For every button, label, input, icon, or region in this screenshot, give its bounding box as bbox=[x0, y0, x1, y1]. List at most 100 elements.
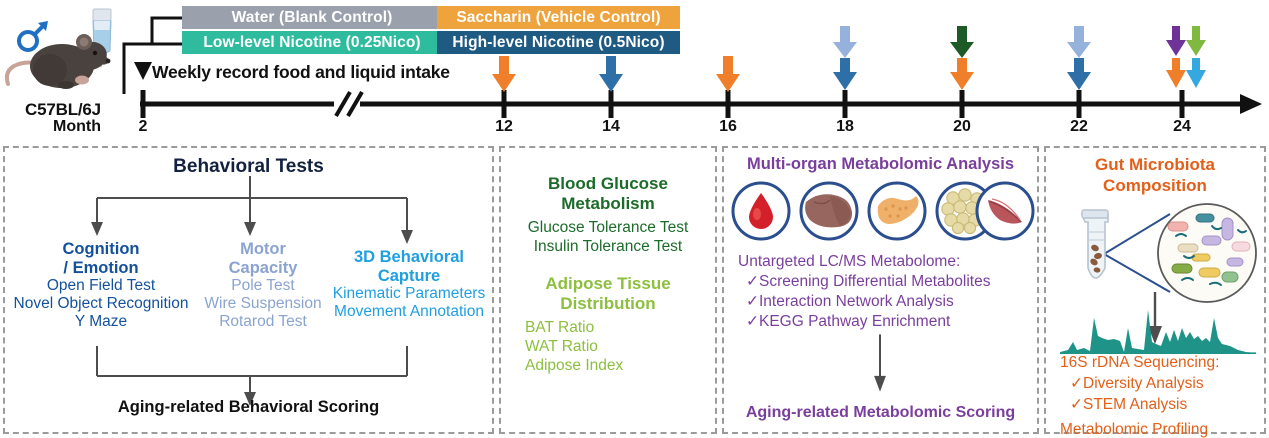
timeline-section: C57BL/6J Month Water (Blank Control) Low… bbox=[0, 0, 1269, 142]
strain-label: C57BL/6J bbox=[25, 100, 101, 119]
tick-label-16: 16 bbox=[719, 118, 737, 135]
capture-heading-line2: Capture bbox=[377, 266, 441, 285]
sequencing-chromatogram bbox=[1060, 310, 1256, 354]
adipose-heading: Adipose Tissue Distribution bbox=[501, 274, 715, 314]
axis-ticks bbox=[140, 90, 1185, 118]
event-arrow-month20-lower bbox=[950, 58, 974, 90]
event-arrow-month18-upper bbox=[833, 26, 857, 58]
sequencing-check-1-label: Diversity Analysis bbox=[1083, 375, 1204, 392]
legend-water: Water (Blank Control) bbox=[182, 6, 442, 29]
legend-high-nicotine: High-level Nicotine (0.5Nico) bbox=[437, 31, 680, 54]
tick-label-2: 2 bbox=[138, 118, 148, 135]
metabolomic-scoring-outcome: Aging-related Metabolomic Scoring bbox=[745, 404, 1016, 421]
timeline-axis bbox=[134, 26, 1262, 118]
metabolome-check-2: ✓Interaction Network Analysis bbox=[746, 293, 954, 310]
mouse-illustration bbox=[4, 8, 112, 89]
cognition-item-2: Novel Object Recognition bbox=[13, 295, 189, 312]
tick-label-12: 12 bbox=[495, 118, 513, 135]
tick-label-18: 18 bbox=[836, 118, 854, 135]
sequencing-footer: Metabolomic Profiling bbox=[1060, 421, 1209, 438]
behavior-column-cognition: Cognition / Emotion Open Field Test Nove… bbox=[1, 240, 201, 331]
panel-behavioral-tests: Behavioral Tests bbox=[3, 146, 494, 434]
cognition-heading-line1: Cognition bbox=[62, 240, 140, 258]
metabolome-check-1-label: Screening Differential Metabolites bbox=[759, 273, 991, 290]
tick-label-24: 24 bbox=[1173, 118, 1191, 135]
metabolome-down-arrow bbox=[874, 334, 886, 392]
blood-glucose-item-2: Insulin Tolerance Test bbox=[533, 238, 683, 255]
capture-item-2: Movement Annotation bbox=[334, 303, 484, 320]
metabolome-check-1: ✓Screening Differential Metabolites bbox=[746, 273, 991, 290]
adipose-item-2: WAT Ratio bbox=[525, 338, 598, 355]
behavior-column-motor: Motor Capacity Pole Test Wire Suspension… bbox=[198, 240, 328, 331]
event-arrow-month24-cyan bbox=[1186, 58, 1206, 88]
metabolome-check-2-label: Interaction Network Analysis bbox=[759, 293, 954, 310]
motor-item-1: Pole Test bbox=[231, 277, 295, 294]
capture-item-1: Kinematic Parameters bbox=[332, 285, 486, 302]
cognition-heading-line2: / Emotion bbox=[63, 258, 139, 277]
blood-glucose-heading-line1: Blood Glucose bbox=[548, 174, 668, 193]
microbiota-down-arrow bbox=[1148, 292, 1162, 344]
adipose-items: BAT Ratio WAT Ratio Adipose Index bbox=[501, 318, 715, 375]
motor-item-2: Wire Suspension bbox=[204, 295, 322, 312]
adipose-item-3: Adipose Index bbox=[525, 357, 624, 374]
sequencing-check-1: ✓Diversity Analysis bbox=[1070, 375, 1204, 392]
metabolome-check-3-label: KEGG Pathway Enrichment bbox=[759, 313, 951, 330]
magnifier-cone bbox=[1103, 213, 1171, 293]
behavior-column-3d-capture: 3D Behavioral Capture Kinematic Paramete… bbox=[321, 248, 497, 321]
behavioral-flow-arrows bbox=[91, 176, 413, 406]
panel-metabolic: Blood Glucose Metabolism Glucose Toleran… bbox=[499, 146, 717, 434]
motor-heading-line2: Capacity bbox=[228, 258, 298, 277]
blood-glucose-items: Glucose Tolerance Test Insulin Tolerance… bbox=[501, 218, 715, 256]
adipose-heading-line1: Adipose Tissue bbox=[545, 274, 671, 293]
metabolomic-analysis-title: Multi-organ Metabolomic Analysis bbox=[746, 155, 1015, 173]
metabolome-body-header: Untargeted LC/MS Metabolome: bbox=[738, 253, 961, 270]
sample-tube-icon bbox=[1080, 209, 1109, 279]
event-arrow-month18-lower bbox=[833, 58, 857, 90]
legend-water-label: Water (Blank Control) bbox=[231, 8, 393, 26]
legend-low-nicotine: Low-level Nicotine (0.25Nico) bbox=[182, 31, 442, 54]
gut-microbiota-title-line2: Composition bbox=[1103, 176, 1207, 195]
event-arrow-month24-purple bbox=[1166, 26, 1186, 56]
capture-heading-line1: 3D Behavioral bbox=[353, 248, 465, 266]
motor-item-3: Rotarod Test bbox=[219, 313, 307, 330]
blood-glucose-heading: Blood Glucose Metabolism bbox=[501, 174, 715, 214]
sequencing-check-2-label: STEM Analysis bbox=[1083, 396, 1188, 413]
bacteria-magnifier-icon bbox=[1157, 203, 1257, 303]
legend-saccharin-label: Saccharin (Vehicle Control) bbox=[456, 8, 661, 26]
metabolome-check-3: ✓KEGG Pathway Enrichment bbox=[746, 313, 951, 330]
tick-label-14: 14 bbox=[602, 118, 620, 135]
weekly-record-note: Weekly record food and liquid intake bbox=[152, 62, 450, 82]
axis-break-marks bbox=[334, 90, 364, 118]
event-arrow-month22-lower bbox=[1067, 58, 1091, 90]
metabolome-checklist: Untargeted LC/MS Metabolome: ✓Screening … bbox=[738, 252, 1038, 332]
event-arrow-month16 bbox=[716, 56, 740, 92]
adipose-heading-line2: Distribution bbox=[560, 294, 656, 313]
blood-glucose-item-1: Glucose Tolerance Test bbox=[527, 219, 689, 236]
start-marker-arrow bbox=[134, 62, 152, 80]
adipose-item-1: BAT Ratio bbox=[525, 319, 595, 336]
event-arrow-month24-green bbox=[1186, 26, 1206, 56]
grouping-bracket bbox=[122, 16, 182, 94]
behavioral-scoring-outcome: Aging-related Behavioral Scoring bbox=[117, 398, 380, 416]
legend-high-nicotine-label: High-level Nicotine (0.5Nico) bbox=[452, 33, 665, 51]
legend-saccharin: Saccharin (Vehicle Control) bbox=[437, 6, 680, 29]
panel-multiorgan-metabolomics: Multi-organ Metabolomic Analysis bbox=[722, 146, 1039, 434]
event-arrow-month12 bbox=[492, 56, 516, 92]
cognition-item-3: Y Maze bbox=[74, 313, 128, 330]
muscle-icon bbox=[975, 181, 1035, 241]
gut-microbiota-title-line1: Gut Microbiota bbox=[1095, 155, 1215, 174]
sequencing-checklist: 16S rDNA Sequencing: ✓Diversity Analysis… bbox=[1060, 352, 1260, 438]
legend-low-nicotine-label: Low-level Nicotine (0.25Nico) bbox=[203, 33, 421, 51]
gut-microbiota-title: Gut Microbiota Composition bbox=[1046, 154, 1264, 196]
organ-icon-row bbox=[731, 181, 1035, 241]
blood-drop-icon bbox=[731, 181, 791, 241]
axis-title-month: Month bbox=[53, 118, 101, 135]
motor-heading-line1: Motor bbox=[240, 240, 286, 258]
liver-icon bbox=[799, 181, 859, 241]
axis-end-arrowhead bbox=[1240, 94, 1262, 114]
event-arrow-month14 bbox=[599, 56, 623, 92]
sequencing-check-2: ✓STEM Analysis bbox=[1070, 396, 1188, 413]
event-arrow-month22-upper bbox=[1067, 26, 1091, 58]
cognition-item-1: Open Field Test bbox=[46, 277, 156, 294]
panel-gut-microbiota: Gut Microbiota Composition bbox=[1044, 146, 1266, 438]
